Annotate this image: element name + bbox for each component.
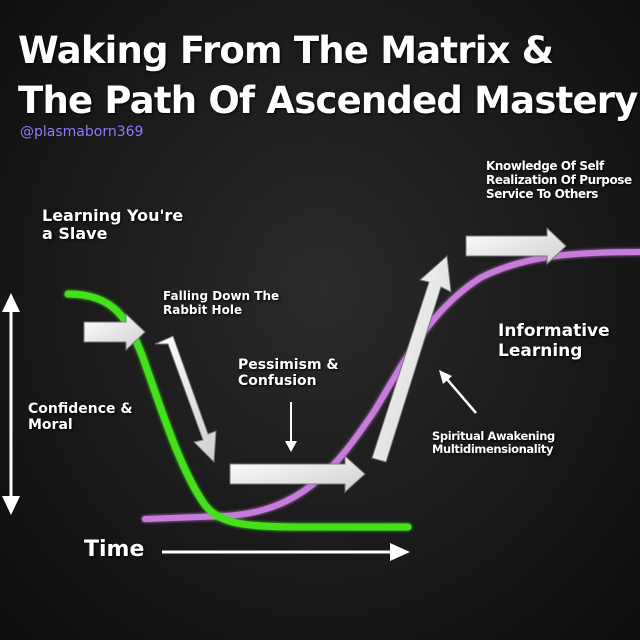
label-learning-slave: Learning You're a Slave [42,206,184,244]
arrow-falling-down [154,335,217,464]
label-spiritual: Spiritual Awakening Multidimensionality [432,429,555,457]
time-axis-arrow [162,543,410,561]
arrow-into-rabbit-hole [83,312,146,352]
vertical-axis-arrow [2,293,20,515]
pointer-spiritual [439,370,477,414]
label-informative: Informative Learning [498,321,610,361]
arrow-rising-up [371,254,452,463]
confidence-curve [64,290,412,531]
author-handle: @plasmaborn369 [20,124,144,140]
label-time: Time [84,537,145,562]
label-knowledge: Knowledge Of Self Realization Of Purpose… [486,159,632,201]
label-confidence: Confidence & Moral [28,401,133,434]
arrow-mastery-flat [465,226,567,266]
label-pessimism: Pessimism & Confusion [238,357,339,390]
arrow-confusion-flat [229,454,366,494]
title-line-1: Waking From The Matrix & [18,29,554,72]
pointer-pessimism [285,402,297,452]
title-line-2: The Path Of Ascended Mastery [18,79,638,122]
label-falling-down: Falling Down The Rabbit Hole [163,289,280,317]
